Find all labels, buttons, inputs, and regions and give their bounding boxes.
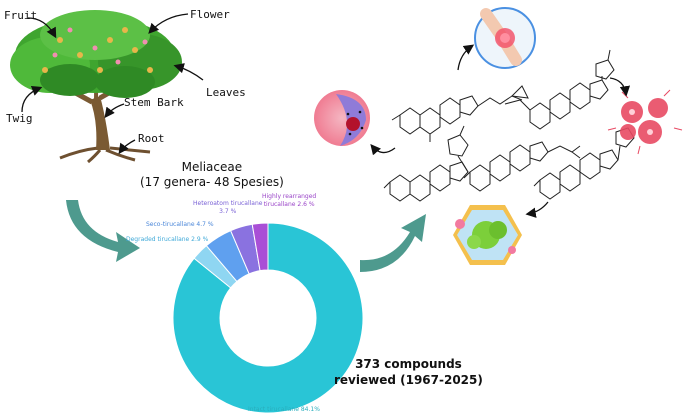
bacteria-icon bbox=[607, 89, 683, 155]
tree-canopy bbox=[10, 10, 182, 98]
family-detail: (17 genera- 48 Spesies) bbox=[140, 175, 284, 189]
family-info: Meliaceae (17 genera- 48 Spesies) bbox=[140, 160, 284, 190]
label-highly-rearranged-line-1: Highly rearranged bbox=[262, 193, 317, 200]
pointer-to-joint bbox=[457, 44, 475, 71]
tirucallane-class-donut-chart bbox=[172, 222, 364, 413]
caption-line-1: 373 compounds bbox=[355, 357, 462, 371]
donut-slice-highly-rearranged bbox=[251, 222, 269, 272]
tree-roots bbox=[59, 146, 151, 164]
pointer-to-virus bbox=[525, 201, 549, 218]
label-intact: Intact tirucallane 84.1% bbox=[248, 406, 320, 414]
structure-bottom-right bbox=[533, 127, 635, 200]
pointer-to-bacteria bbox=[609, 77, 631, 97]
label-degraded-line-1: Degraded tirucallane 2.9 % bbox=[126, 236, 209, 243]
structure-middle bbox=[463, 141, 581, 192]
label-twig: Twig bbox=[6, 112, 33, 125]
label-highly-rearranged-line-2: tirucallane 2.6 % bbox=[263, 201, 315, 208]
twig-pointer bbox=[21, 85, 43, 113]
structure-top-right bbox=[504, 49, 615, 130]
flower-pointer bbox=[148, 13, 189, 34]
label-fruit: Fruit bbox=[4, 9, 38, 22]
label-seco: Seco-tirucallane 4.7 % bbox=[146, 221, 214, 229]
root-pointer bbox=[118, 139, 136, 155]
structure-top bbox=[391, 85, 529, 142]
label-intact-line-1: Intact tirucallane 84.1% bbox=[248, 406, 320, 413]
pointer-to-cancer-cell bbox=[370, 144, 396, 156]
arrow-tree-to-chart bbox=[66, 200, 140, 262]
activity-pointers bbox=[370, 44, 631, 218]
caption-line-2: reviewed (1967-2025) bbox=[334, 373, 483, 387]
label-flower: Flower bbox=[190, 8, 230, 21]
tree-label-pointers bbox=[21, 13, 204, 155]
arrow-chart-to-compounds bbox=[360, 214, 426, 272]
cancer-cell-icon bbox=[314, 90, 370, 146]
tree-trunk bbox=[90, 96, 110, 150]
fruit-pointer bbox=[27, 17, 57, 39]
label-heteroatom-line-2: 3.7 % bbox=[219, 208, 237, 215]
joint-inflammation-icon bbox=[474, 7, 536, 69]
donut-slice-intact bbox=[172, 222, 364, 413]
review-caption: 373 compounds reviewed (1967-2025) bbox=[334, 356, 483, 388]
label-stem-bark: Stem Bark bbox=[124, 96, 184, 109]
label-degraded: Degraded tirucallane 2.9 % bbox=[126, 236, 208, 244]
leaves-pointer bbox=[173, 63, 204, 81]
virus-icon bbox=[453, 205, 522, 265]
tree-fruits bbox=[42, 27, 153, 73]
chemical-structures bbox=[383, 49, 635, 202]
tree-flowers bbox=[52, 27, 148, 65]
label-heteroatom-line-1: Heteroatom tirucallane bbox=[193, 200, 263, 207]
label-seco-line-1: Seco-tirucallane 4.7 % bbox=[146, 221, 214, 228]
family-name: Meliaceae bbox=[181, 160, 243, 174]
stem-bark-pointer bbox=[104, 103, 125, 119]
structure-left bbox=[383, 125, 469, 202]
label-root: Root bbox=[138, 132, 165, 145]
label-leaves: Leaves bbox=[206, 86, 246, 99]
